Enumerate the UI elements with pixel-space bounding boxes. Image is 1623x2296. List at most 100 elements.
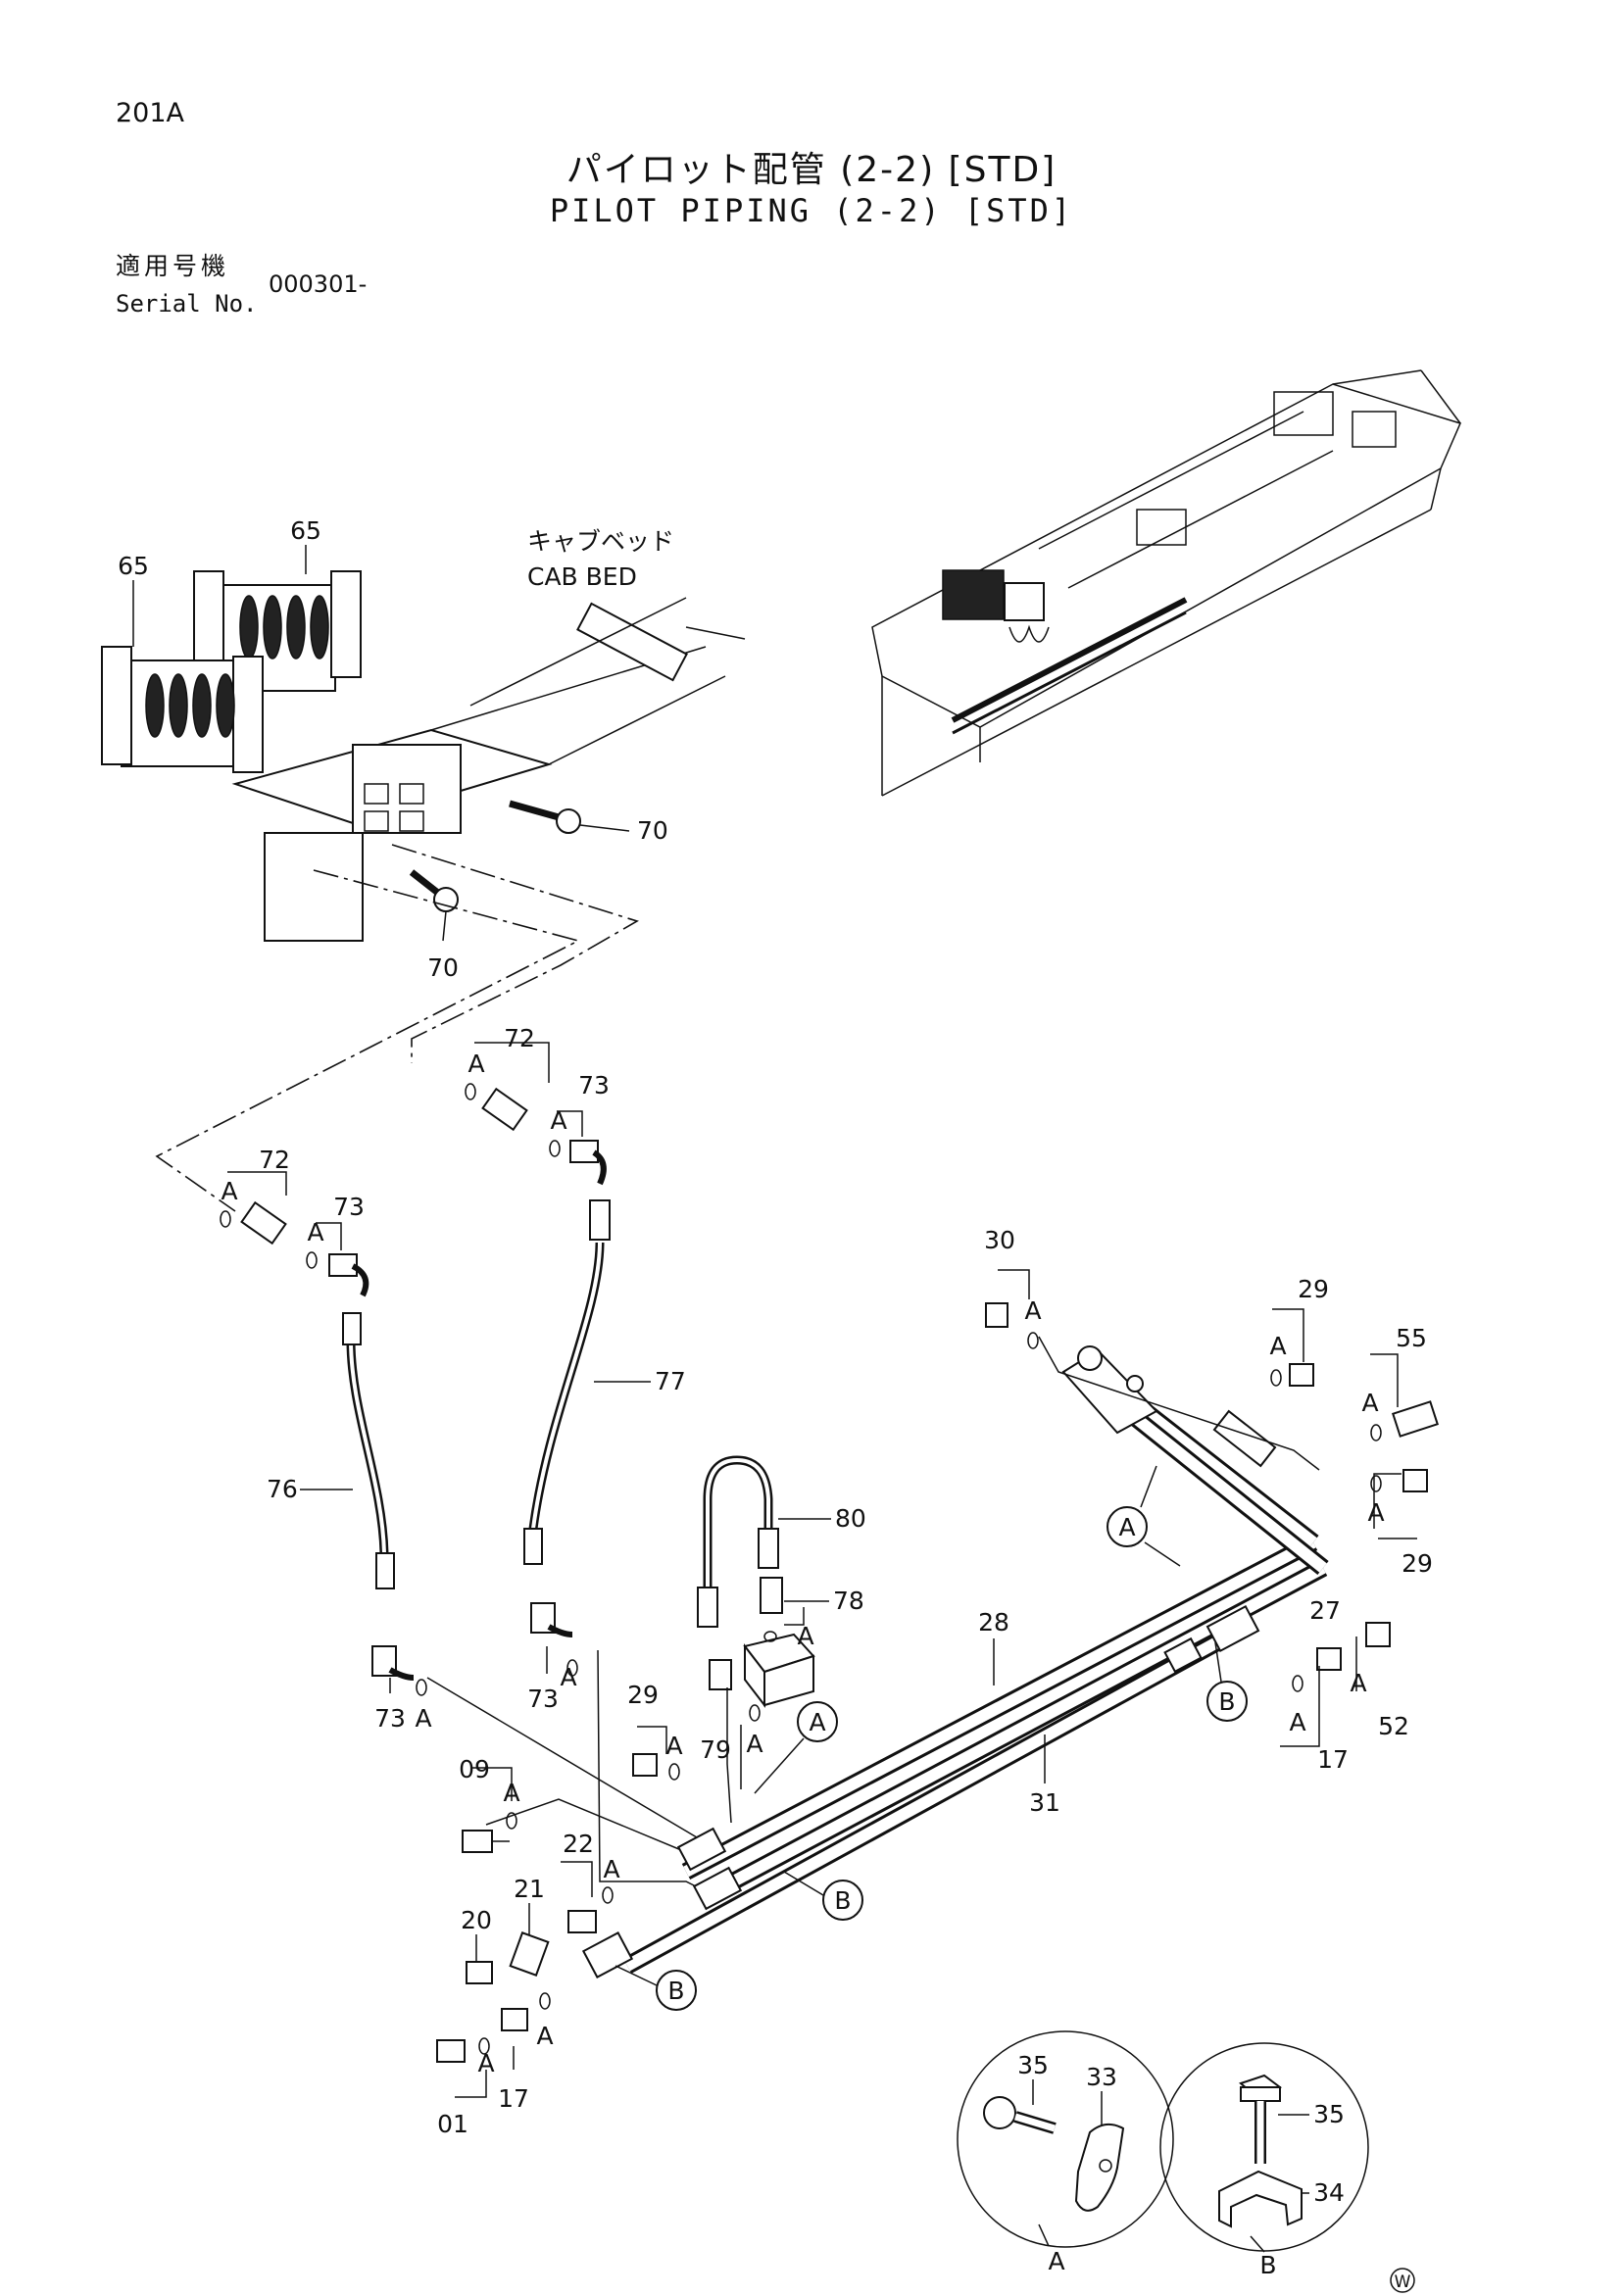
- seal-mark: A: [1361, 1389, 1378, 1417]
- seal-mark: A: [603, 1855, 619, 1883]
- callout-20: 20: [461, 1906, 492, 1934]
- callout-77: 77: [655, 1367, 686, 1395]
- hose-76: [342, 1312, 395, 1589]
- fitting-17-lower: [501, 2008, 528, 2031]
- detail-marker-b-lower: B: [615, 1965, 697, 2011]
- seal-mark: A: [665, 1732, 682, 1760]
- seal-mark: A: [536, 2022, 553, 2050]
- serial-label-english: Serial No.: [116, 290, 258, 318]
- callout-17-lower: 17: [498, 2084, 529, 2113]
- fitting-22: [567, 1910, 597, 1933]
- svg-text:B: B: [667, 1977, 684, 2005]
- bolt-70-lower: [409, 869, 459, 942]
- callout-29-lower: 29: [627, 1681, 659, 1709]
- callout-73-lower-left: 73: [374, 1704, 406, 1733]
- seal-marker-group: A A A A A A A A A A A A A A A A A A A: [220, 1050, 1385, 2077]
- callout-09: 09: [459, 1755, 490, 1783]
- detail-view-a: 35 33 A: [957, 2030, 1174, 2275]
- elbow-73-upper: [569, 1140, 607, 1186]
- serial-number-value: 000301-: [269, 270, 368, 298]
- fitting-55: [1392, 1400, 1439, 1438]
- callout-31: 31: [1029, 1788, 1060, 1817]
- fitting-29-lower: [632, 1753, 658, 1777]
- callout-72-left: 72: [259, 1146, 290, 1174]
- seal-mark: A: [1350, 1669, 1366, 1697]
- pipe-28: [681, 1535, 1318, 1880]
- seal-mark: A: [477, 2049, 494, 2077]
- seal-mark: A: [415, 1704, 431, 1733]
- callout-27: 27: [1309, 1596, 1341, 1625]
- callout-01: 01: [437, 2110, 468, 2138]
- detail-marker-b-mid: B: [783, 1871, 863, 1921]
- callout-28: 28: [978, 1608, 1009, 1637]
- callout-72-upper: 72: [504, 1024, 535, 1052]
- callout-65-front: 65: [118, 552, 149, 580]
- callout-17-right: 17: [1317, 1745, 1349, 1774]
- svg-text:A: A: [809, 1708, 825, 1736]
- cab-bed-label-japanese: キャブベッド: [527, 527, 674, 556]
- page-code: 201A: [116, 98, 185, 128]
- fitting-09: [462, 1830, 510, 1853]
- detail-marker-a-upper: A: [1107, 1465, 1181, 1567]
- callout-76: 76: [267, 1475, 298, 1503]
- elbow-73-lower-left: [371, 1645, 415, 1681]
- svg-text:B: B: [1218, 1687, 1235, 1716]
- seal-mark: A: [307, 1218, 323, 1246]
- svg-text:W: W: [1395, 2272, 1411, 2292]
- hose-77: [523, 1199, 611, 1565]
- detail-view-b: 35 34 B: [1159, 2042, 1369, 2279]
- pilot-valve-bracket: [231, 597, 746, 942]
- hose-80: [697, 1455, 779, 1628]
- callout-22: 22: [563, 1830, 594, 1858]
- svg-text:A: A: [1118, 1513, 1135, 1541]
- detail-marker-b-right: B: [1206, 1641, 1248, 1722]
- seal-mark: A: [746, 1730, 762, 1758]
- elbow-73-lower-mid: [530, 1602, 573, 1637]
- callout-73-lower-mid: 73: [527, 1685, 559, 1713]
- callout-79: 79: [700, 1735, 731, 1764]
- routing-line-upper: [391, 844, 639, 1063]
- fitting-20: [466, 1961, 493, 1984]
- pipe-manifold-right: [1038, 1336, 1320, 1471]
- page-title-english: PILOT PIPING (2-2) [STD]: [549, 192, 1074, 229]
- routing-line-lower: [155, 869, 581, 1212]
- seal-mark: A: [1024, 1296, 1041, 1325]
- callout-33: 33: [1086, 2063, 1117, 2091]
- block-79: [709, 1633, 815, 1708]
- leader-line-hose-80: [726, 1687, 732, 1824]
- fitting-52: [1365, 1622, 1391, 1647]
- pipe-clamp-right: [1163, 1604, 1260, 1674]
- fitting-30: [985, 1302, 1008, 1328]
- callout-29-right: 29: [1402, 1549, 1433, 1578]
- bracket-lines: [227, 1042, 1402, 2098]
- seal-mark: A: [467, 1050, 484, 1078]
- callout-73-left: 73: [333, 1193, 365, 1221]
- callout-78: 78: [833, 1587, 864, 1615]
- fitting-29-right: [1402, 1469, 1428, 1492]
- fitting-29-upper: [1289, 1363, 1314, 1387]
- callout-34: 34: [1313, 2178, 1345, 2207]
- adapter-72-left: [240, 1200, 287, 1246]
- detail-marker-a-lower: A: [754, 1701, 838, 1794]
- bolt-70-upper: [509, 800, 630, 834]
- fitting-01: [436, 2039, 466, 2063]
- callout-55: 55: [1396, 1324, 1427, 1352]
- seal-mark: A: [1289, 1708, 1305, 1736]
- detail-a-label: A: [1048, 2247, 1064, 2275]
- pipe-31: [622, 1614, 1259, 1974]
- elbow-73-left: [328, 1253, 369, 1297]
- seal-mark: A: [221, 1177, 237, 1205]
- adapter-78: [760, 1577, 783, 1614]
- callout-35-detail-b: 35: [1313, 2100, 1345, 2128]
- fitting-21: [509, 1931, 550, 1977]
- pipe-clamp-left: [581, 1827, 743, 1978]
- detail-b-label: B: [1259, 2251, 1276, 2279]
- leader-line-09: [485, 1798, 687, 1853]
- callout-70-lower: 70: [427, 953, 459, 982]
- page-title-japanese: パイロット配管 (2-2) [STD]: [566, 150, 1057, 190]
- seal-mark: A: [1269, 1332, 1286, 1360]
- seal-mark: A: [550, 1106, 566, 1135]
- callout-30: 30: [984, 1226, 1015, 1254]
- watermark-badge: W: [1390, 2268, 1415, 2293]
